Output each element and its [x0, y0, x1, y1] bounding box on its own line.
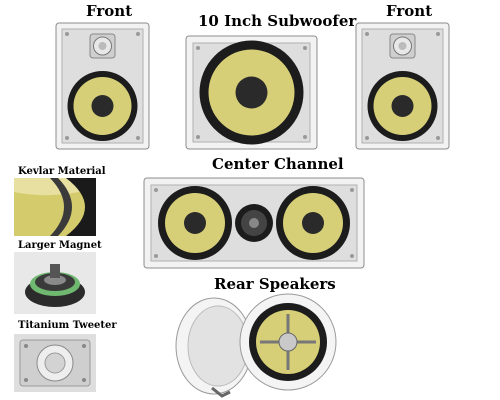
tweeter-label: Titanium Tweeter — [18, 320, 117, 331]
tweeter-detail-image — [14, 334, 96, 392]
subwoofer-label: 10 Inch Subwoofer — [198, 12, 357, 30]
front-right-speaker-image — [355, 22, 450, 150]
kevlar-label: Kevlar Material — [18, 166, 106, 177]
center-channel-label: Center Channel — [212, 155, 344, 173]
front-right-label: Front — [386, 2, 433, 20]
center-channel-image — [143, 177, 365, 269]
subwoofer-image — [185, 35, 318, 150]
kevlar-detail-image — [14, 178, 96, 236]
front-left-speaker-image — [55, 22, 150, 150]
magnet-label: Larger Magnet — [18, 240, 102, 251]
magnet-detail-image — [14, 252, 96, 314]
rear-speakers-image — [175, 293, 337, 398]
front-left-label: Front — [86, 2, 133, 20]
rear-speakers-label: Rear Speakers — [214, 275, 336, 293]
